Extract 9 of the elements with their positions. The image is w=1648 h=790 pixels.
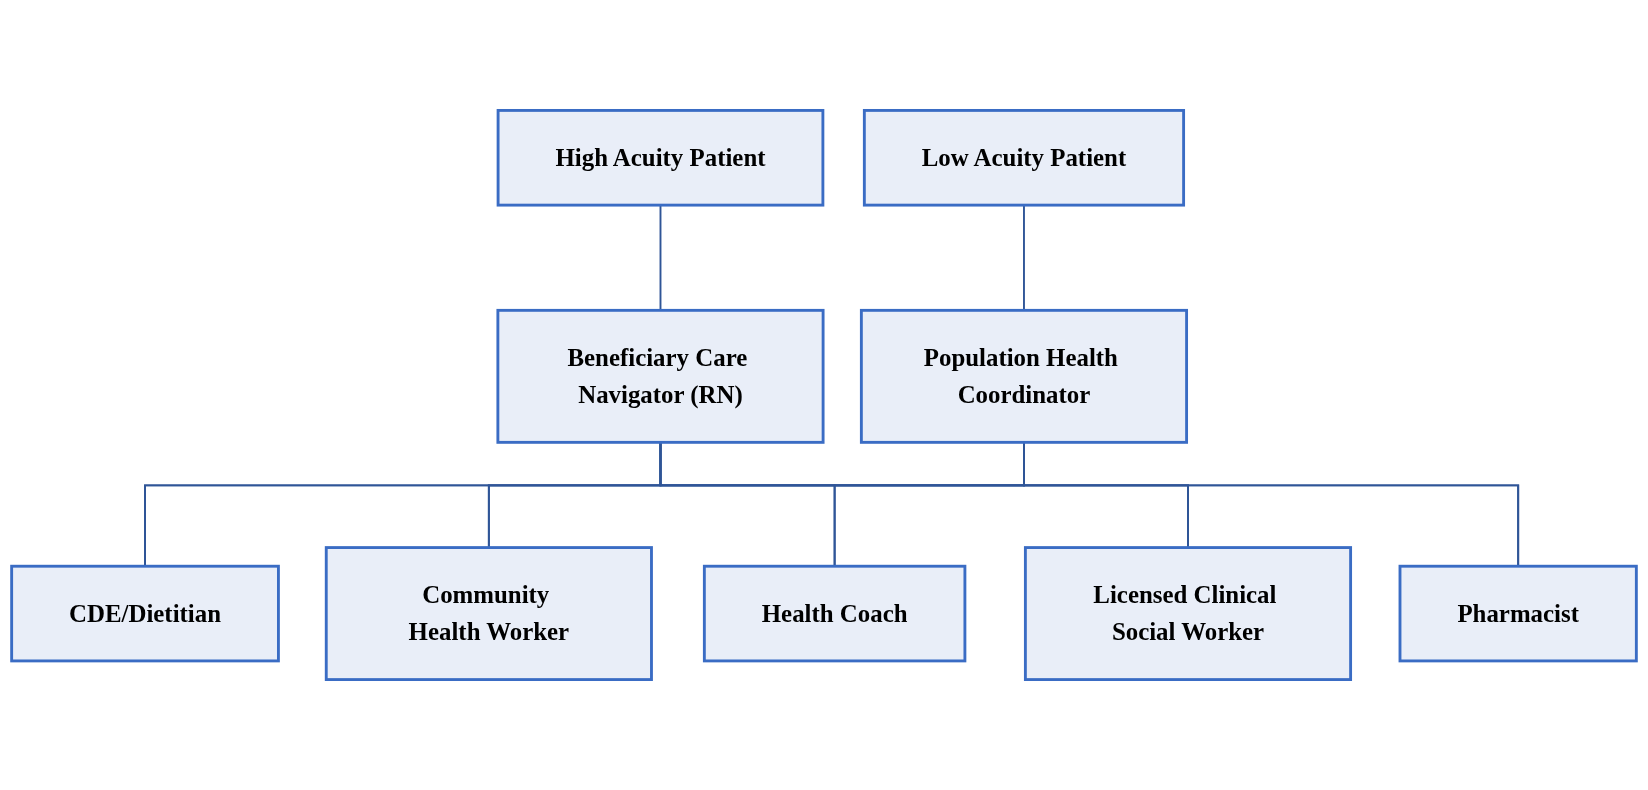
node-box: Pharmacist [1398, 564, 1638, 663]
node-box: Beneficiary Care Navigator (RN) [496, 308, 825, 444]
node-box: Health Coach [702, 564, 967, 663]
node-box: CDE/Dietitian [10, 564, 280, 663]
node-box: Population Health Coordinator [859, 308, 1189, 444]
node-box: Community Health Worker [324, 546, 653, 681]
node-box: Licensed Clinical Social Worker [1023, 546, 1353, 681]
node-box: Low Acuity Patient [862, 109, 1186, 207]
node-box: High Acuity Patient [496, 109, 825, 207]
